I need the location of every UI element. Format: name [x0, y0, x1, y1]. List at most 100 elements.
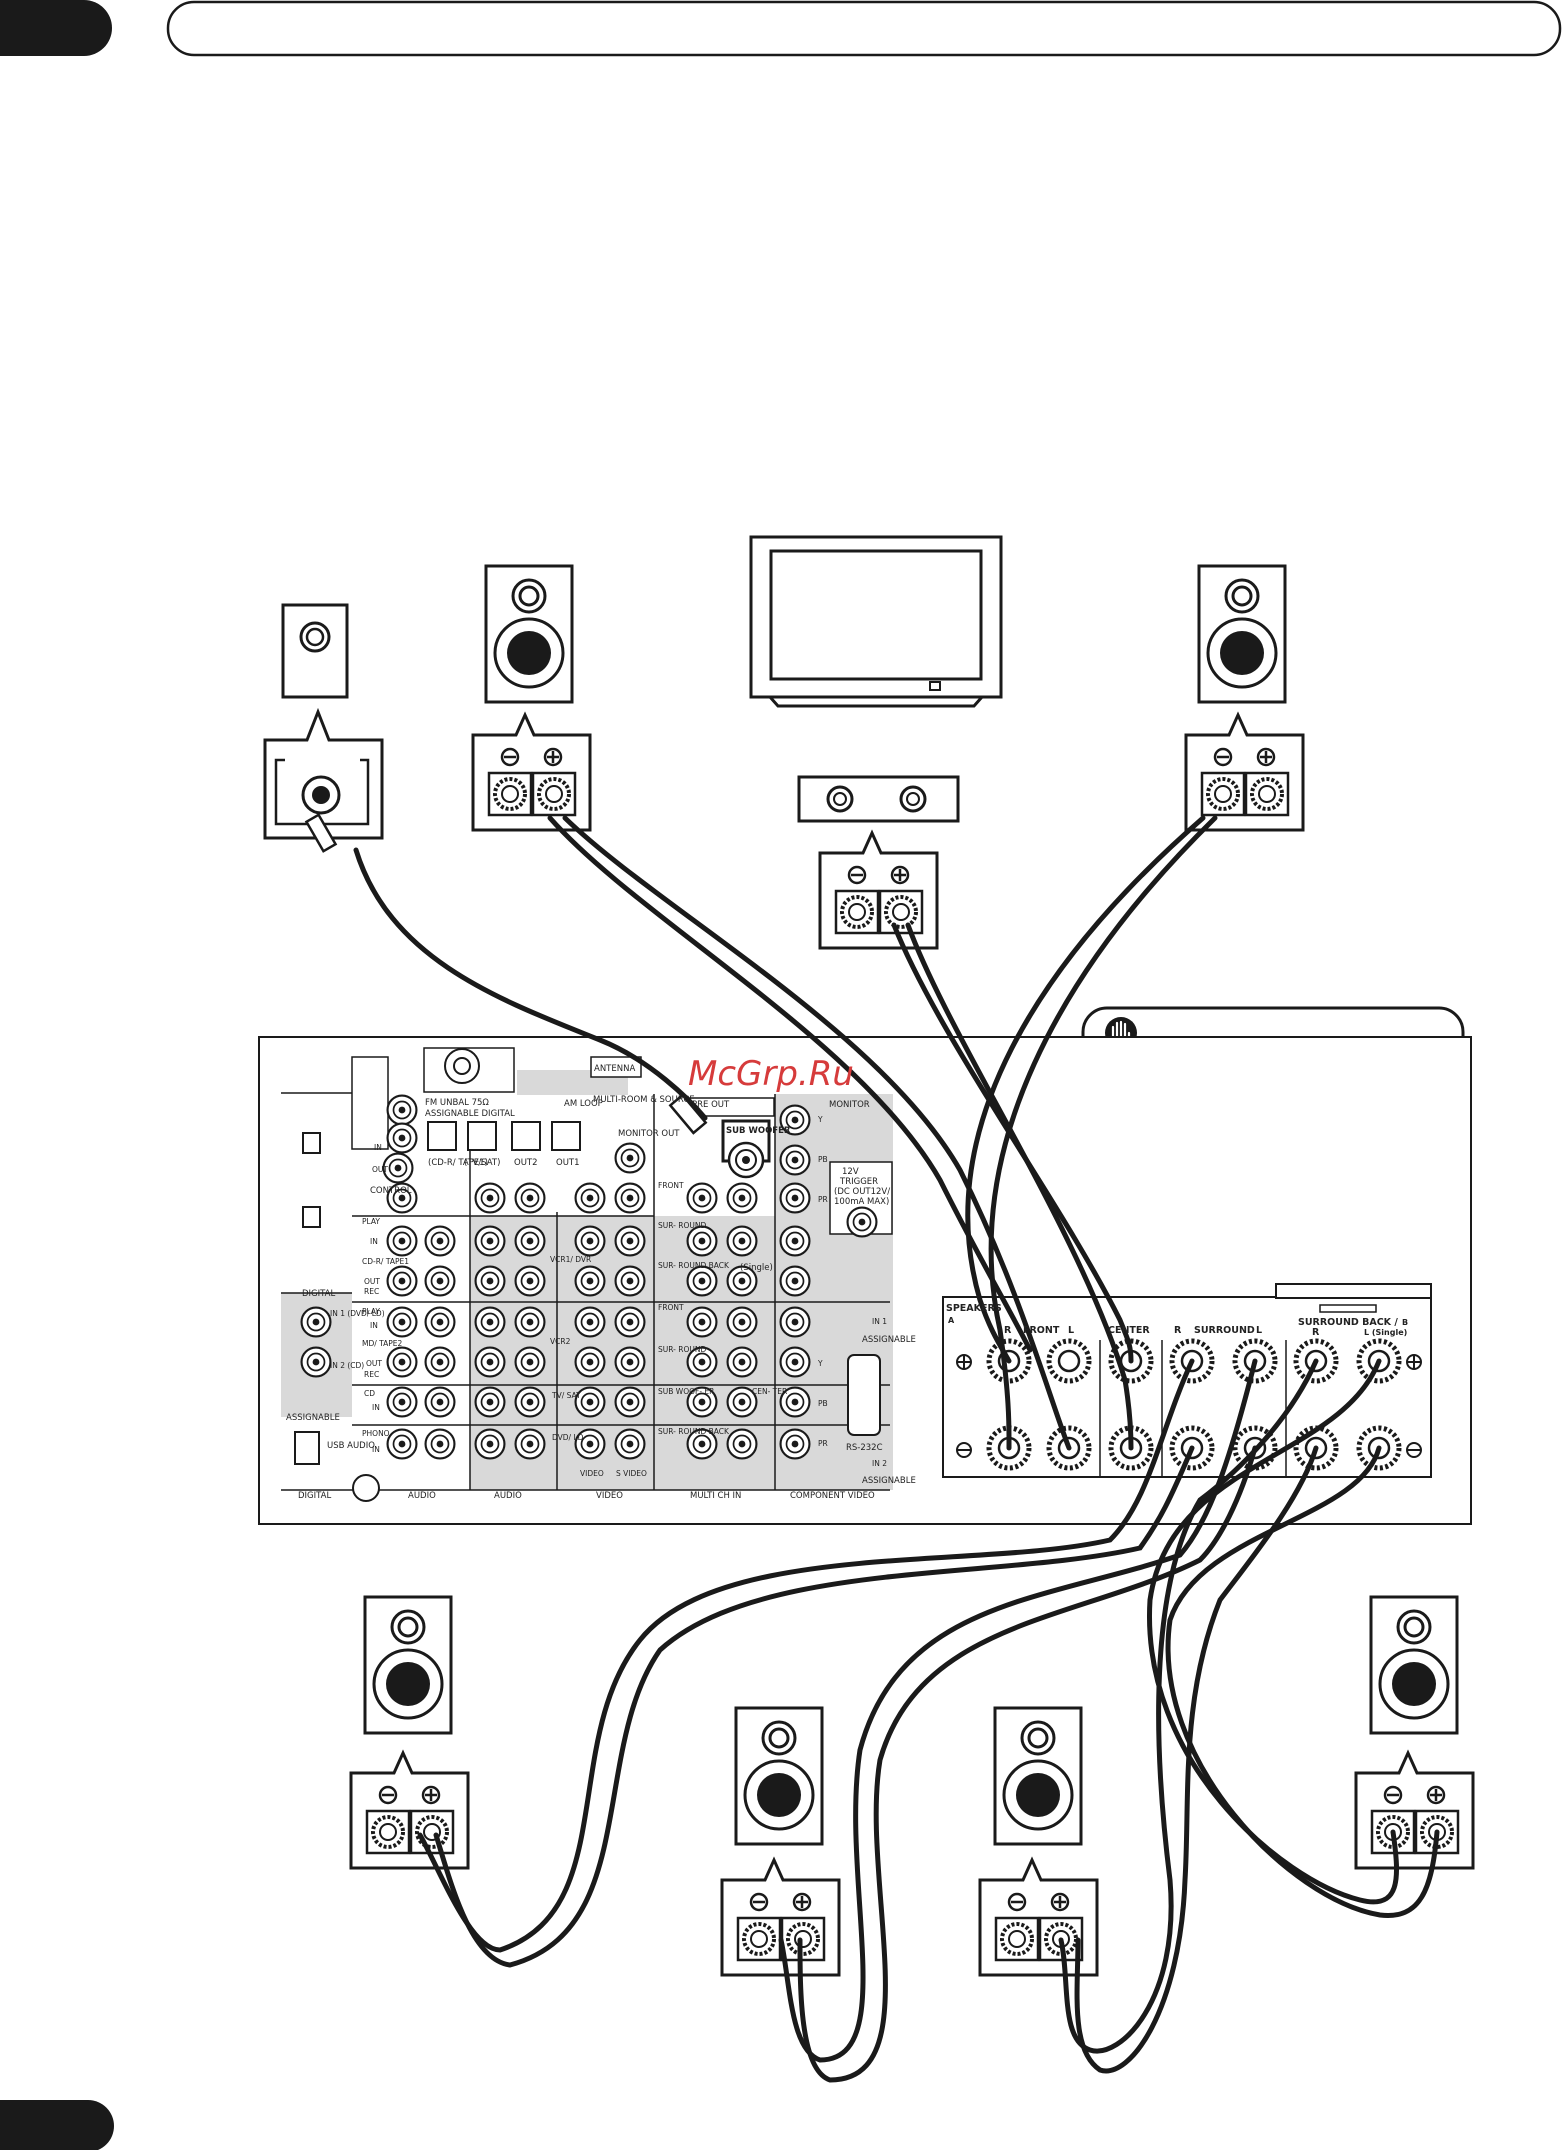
assignable-label: ASSIGNABLE — [286, 1413, 340, 1423]
panel-rca-jack — [424, 1428, 456, 1460]
usb-port-icon — [294, 1431, 320, 1465]
receiver-rear-panel — [258, 1036, 1472, 1525]
surround-left-speaker — [363, 1595, 453, 1735]
bottom-label-audio-2: AUDIO — [494, 1491, 522, 1501]
row-cd-in: IN — [372, 1403, 380, 1412]
video-row-dvd-ld: DVD/ LD — [552, 1433, 584, 1442]
panel-rca-jack — [726, 1346, 758, 1378]
subwoofer-rca-plug-top — [304, 813, 338, 853]
tv-sat-label: (TV/SAT) — [464, 1158, 500, 1168]
row-rec-2: REC — [364, 1370, 379, 1379]
surround-right-speaker — [1369, 1595, 1459, 1735]
panel-rca-jack — [386, 1265, 418, 1297]
panel-rca-jack — [386, 1225, 418, 1257]
video-row-vcr1: VCR1/ DVR — [550, 1255, 591, 1264]
subwoofer-pre-out-jack — [727, 1141, 765, 1179]
control-in-label: IN — [374, 1143, 382, 1152]
panel-rca-jack — [474, 1265, 506, 1297]
panel-rca-jack — [614, 1346, 646, 1378]
multich-surround-1: SUR- ROUND — [658, 1221, 706, 1230]
watermark: McGrp.Ru — [688, 1054, 854, 1094]
rs232c-label: RS-232C — [846, 1443, 883, 1453]
panel-rca-jack — [574, 1182, 606, 1214]
surround-back-left-terminal — [720, 1858, 841, 1977]
panel-rca-jack — [300, 1306, 332, 1338]
panel-rca-jack — [686, 1225, 718, 1257]
component-pb-1: PB — [818, 1155, 828, 1164]
antenna-label: ANTENNA — [594, 1064, 635, 1074]
multich-center: CEN- TER — [752, 1387, 787, 1396]
component-y-2: Y — [817, 1359, 823, 1368]
panel-rca-jack — [514, 1225, 546, 1257]
panel-rca-jack — [514, 1346, 546, 1378]
row-play-2: PLAY — [362, 1307, 380, 1316]
panel-rca-jack — [474, 1428, 506, 1460]
panel-rca-jack — [726, 1306, 758, 1338]
panel-rca-jack — [386, 1346, 418, 1378]
row-md-tape2: MD/ TAPE2 — [362, 1339, 403, 1348]
component-y-1: Y — [817, 1115, 823, 1124]
surround-right-terminal — [1354, 1751, 1475, 1870]
surround-l-label: L — [1256, 1325, 1262, 1336]
video-col-video: VIDEO — [580, 1469, 604, 1478]
bottom-label-component: COMPONENT VIDEO — [790, 1491, 875, 1501]
row-play-1: PLAY — [362, 1217, 380, 1226]
row-cd: CD — [364, 1389, 375, 1398]
panel-rca-jack — [424, 1306, 456, 1338]
speakers-b-label: B — [1402, 1318, 1408, 1327]
header-rule — [166, 0, 1562, 57]
panel-rca-jack — [686, 1265, 718, 1297]
component-pr-2: PR — [818, 1439, 828, 1448]
video-col-svideo: S VIDEO — [616, 1469, 647, 1478]
panel-rca-jack — [614, 1142, 646, 1174]
panel-rca-jack — [779, 1144, 811, 1176]
panel-rca-jack — [614, 1306, 646, 1338]
header-bar — [0, 0, 1562, 57]
bottom-label-audio-1: AUDIO — [408, 1491, 436, 1501]
surround-left-terminal — [349, 1751, 470, 1870]
panel-rca-jack — [614, 1225, 646, 1257]
panel-rca-jack — [514, 1386, 546, 1418]
multi-room-label: MULTI-ROOM & SOURCE — [593, 1095, 695, 1105]
cd-r-tape1-label: (CD-R/ TAPE1) — [428, 1158, 488, 1168]
panel-rca-jack — [514, 1265, 546, 1297]
panel-rca-jack — [474, 1386, 506, 1418]
multich-surround-2: SUR- ROUND — [658, 1345, 706, 1354]
panel-rca-jack — [386, 1094, 418, 1126]
multich-surround-back-1: SUR- ROUND BACK — [658, 1261, 730, 1270]
row-phono: PHONO — [362, 1429, 390, 1438]
panel-rca-jack — [574, 1265, 606, 1297]
control-out-label: OUT — [372, 1165, 388, 1174]
row-in-1: IN — [370, 1237, 378, 1246]
bottom-label-video: VIDEO — [596, 1491, 623, 1501]
panel-rca-jack — [386, 1428, 418, 1460]
front-l-label: L — [1068, 1325, 1074, 1336]
row-phono-in: IN — [372, 1445, 380, 1454]
panel-rca-jack — [574, 1306, 606, 1338]
multich-front-1: FRONT — [658, 1181, 684, 1190]
usb-audio-label: USB AUDIO — [327, 1441, 375, 1451]
panel-rca-jack — [386, 1386, 418, 1418]
trigger-line-2: TRIGGER — [839, 1177, 878, 1187]
row-cdr-tape1: CD-R/ TAPE1 — [362, 1257, 409, 1266]
digital-label: DIGITAL — [302, 1289, 335, 1299]
component-pb-2: PB — [818, 1399, 828, 1408]
row-out-1: OUT — [364, 1277, 380, 1286]
surround-back-label: SURROUND BACK / — [1298, 1317, 1398, 1328]
multich-front-2: FRONT — [658, 1303, 684, 1312]
panel-rca-jack — [614, 1265, 646, 1297]
trigger-line-1: 12V — [842, 1167, 859, 1177]
panel-rca-jack — [726, 1428, 758, 1460]
trigger-line-4: 100mA MAX) — [834, 1197, 889, 1207]
multich-subwoofer: SUB WOOF- ER — [658, 1387, 714, 1396]
panel-rca-jack — [779, 1346, 811, 1378]
surround-back-right-speaker — [993, 1706, 1083, 1846]
panel-rca-jack — [474, 1306, 506, 1338]
panel-rca-jack — [386, 1122, 418, 1154]
out2-label: OUT2 — [514, 1158, 538, 1168]
panel-rca-jack — [686, 1182, 718, 1214]
rs232c-port — [847, 1354, 881, 1436]
panel-rca-jack — [424, 1386, 456, 1418]
component-in1: IN 1 — [872, 1317, 887, 1326]
monitor-out-label: MONITOR OUT — [618, 1129, 680, 1139]
